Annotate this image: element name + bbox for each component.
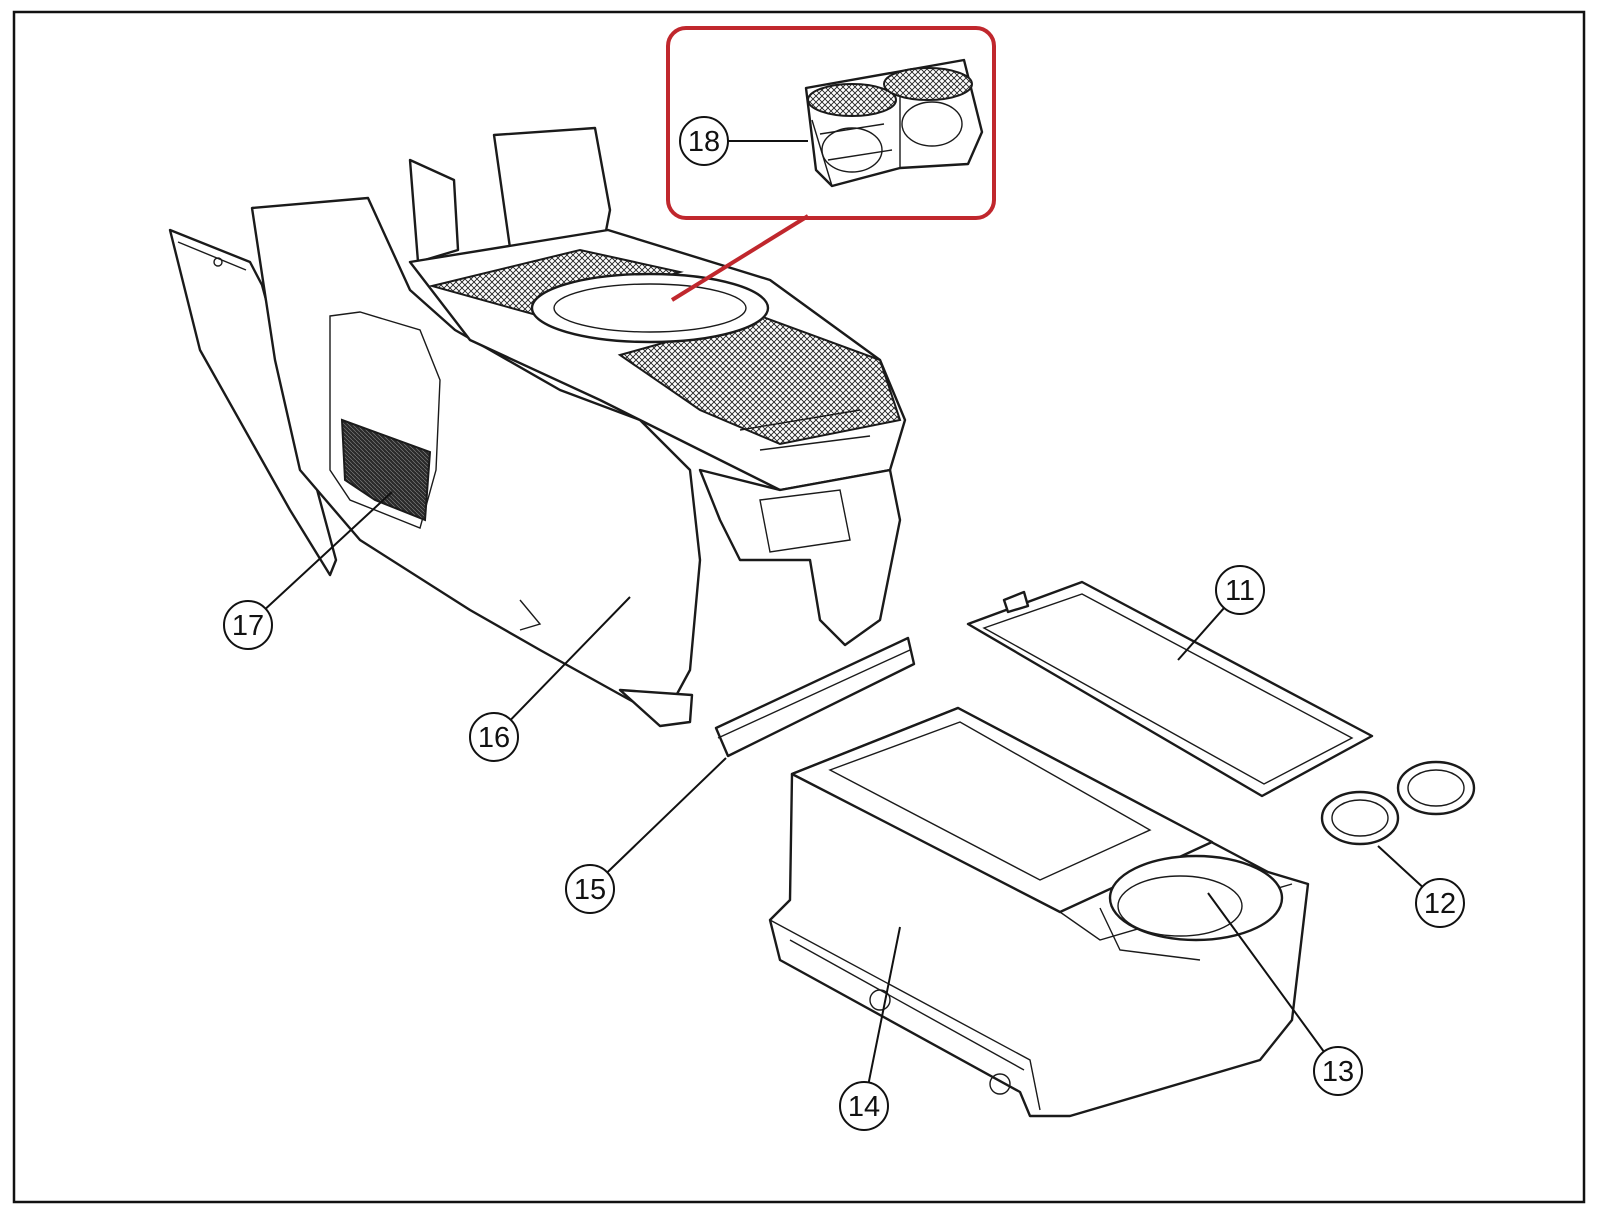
callout-number: 18: [688, 126, 720, 158]
callout-12: 12: [1377, 845, 1465, 928]
part-16-console-body: [250, 126, 907, 728]
highlight-leader: [670, 214, 810, 302]
callout-leader: [606, 757, 727, 874]
callout-circle: [1313, 1046, 1363, 1096]
part-14-lower-bin: [768, 706, 1310, 1118]
callout-leader: [264, 491, 393, 610]
diagram-frame: [12, 10, 1586, 1204]
callout-number: 16: [478, 722, 510, 754]
part-17-storage-net: [340, 418, 432, 522]
part-11-lid-tray: [966, 580, 1374, 798]
callout-group: 11 12 13 14 15 16 17 18: [223, 116, 1465, 1131]
callout-13: 13: [1207, 892, 1363, 1096]
part-18-highlight: [666, 26, 996, 302]
callout-number: 14: [848, 1091, 880, 1123]
part-12-cup-rings: [1320, 760, 1476, 846]
callout-number: 15: [574, 874, 606, 906]
callout-17: 17: [223, 491, 393, 650]
callout-circle: [679, 116, 729, 166]
callout-number: 12: [1424, 888, 1456, 920]
callout-circle: [1415, 878, 1465, 928]
part-15-trim-strip: [714, 636, 916, 758]
callout-leader: [1177, 607, 1225, 661]
callout-18: 18: [679, 116, 808, 166]
callout-16: 16: [469, 596, 631, 762]
callout-circle: [565, 864, 615, 914]
highlight-box: [666, 26, 996, 220]
part-17-side-panel: [168, 228, 338, 577]
callout-11: 11: [1177, 565, 1265, 661]
callout-leader: [510, 596, 631, 721]
callout-leader: [1207, 892, 1325, 1053]
callout-circle: [223, 600, 273, 650]
callout-15: 15: [565, 757, 727, 914]
callout-14: 14: [839, 926, 901, 1131]
part-18-cup-insert: [804, 58, 984, 188]
callout-leader: [1377, 845, 1424, 888]
callout-leader: [867, 926, 901, 1083]
callout-number: 17: [232, 610, 264, 642]
callout-circle: [839, 1081, 889, 1131]
callout-circle: [1215, 565, 1265, 615]
callout-number: 13: [1322, 1056, 1354, 1088]
callout-circle: [469, 712, 519, 762]
callout-number: 11: [1225, 575, 1255, 607]
